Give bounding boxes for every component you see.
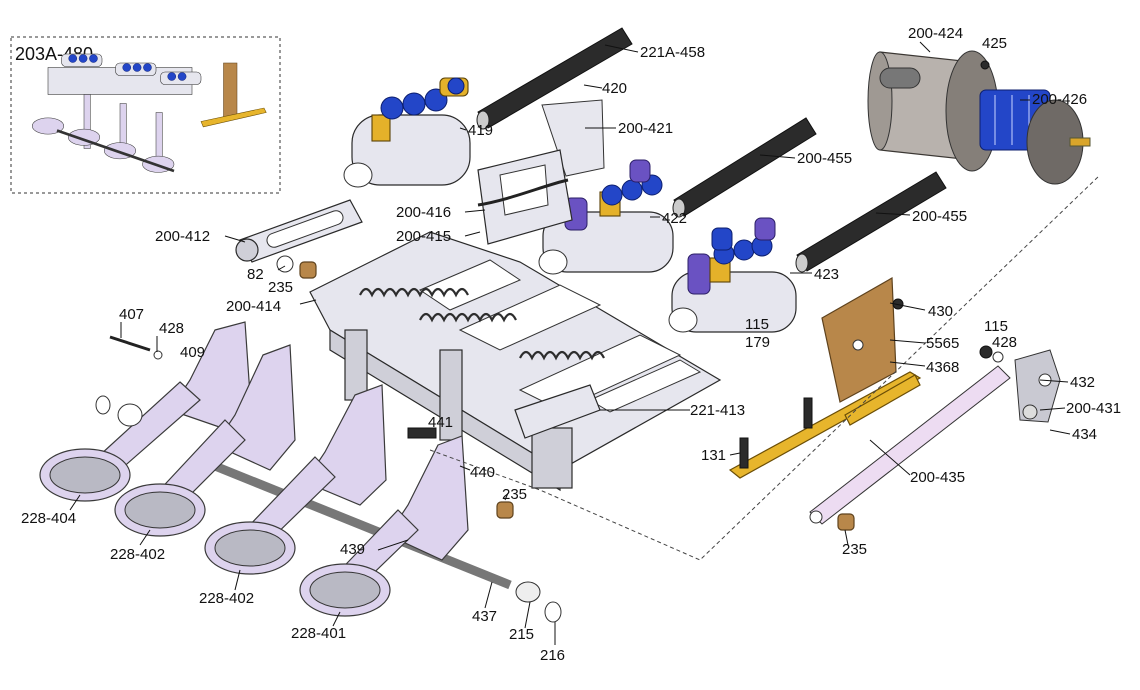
label-434: 434 [1072, 426, 1097, 443]
label-221A-458: 221A-458 [640, 44, 705, 61]
label-437: 437 [472, 608, 497, 625]
link-200-412 [235, 199, 363, 263]
pedal-228-402-first [114, 344, 296, 537]
label-200-421: 200-421 [618, 120, 673, 137]
ring-216 [544, 601, 562, 623]
label-428-right: 428 [992, 334, 1017, 351]
washer-215 [515, 581, 541, 603]
label-419: 419 [468, 122, 493, 139]
nut-235-lower [837, 513, 855, 531]
ring-left [95, 395, 111, 415]
spring-set-200-414 [359, 287, 605, 361]
label-200-416: 200-416 [396, 204, 451, 221]
label-440: 440 [470, 464, 495, 481]
label-441: 441 [428, 414, 453, 431]
label-131: 131 [701, 447, 726, 464]
link-200-435 [809, 365, 1011, 525]
assembly-dashed-path [429, 174, 1101, 561]
label-115-left: 115 [745, 316, 769, 333]
shaft-221A-458 [476, 27, 633, 130]
label-82: 82 [247, 266, 264, 283]
label-228-402-second: 228-402 [199, 590, 254, 607]
label-235-middle: 235 [502, 486, 527, 503]
label-4368: 4368 [926, 359, 959, 376]
label-200-414: 200-414 [226, 298, 281, 315]
label-407: 407 [119, 306, 144, 323]
label-235-lower: 235 [842, 541, 867, 558]
inset-assembled-view: 203A-480 [10, 36, 281, 194]
part-labels: 221A-458 420 200-421 419 200-424 425 200… [21, 25, 1121, 664]
screw-115-right [979, 345, 993, 359]
washer-left [117, 403, 143, 427]
label-235-upper: 235 [268, 279, 293, 296]
valve-manifold-422 [538, 159, 674, 275]
label-115-right: 115 [984, 318, 1008, 335]
motor-200-424 [867, 50, 999, 172]
bracket-200-415 [477, 149, 573, 245]
label-409: 409 [180, 344, 205, 361]
pedal-shaft-437 [198, 455, 512, 590]
mounting-plate-5565 [821, 276, 897, 403]
label-200-426: 200-426 [1032, 91, 1087, 108]
label-5565: 5565 [926, 335, 959, 352]
label-228-404: 228-404 [21, 510, 76, 527]
label-439: 439 [340, 541, 365, 558]
label-423: 423 [814, 266, 839, 283]
nut-235-upper [299, 261, 317, 279]
nut-235-middle [496, 501, 514, 519]
label-422: 422 [662, 210, 687, 227]
shaft-200-455-lower [795, 171, 947, 273]
shaft-200-455-upper [672, 117, 817, 218]
label-200-431: 200-431 [1066, 400, 1121, 417]
label-200-412: 200-412 [155, 228, 210, 245]
label-216: 216 [540, 647, 565, 664]
label-221-413: 221-413 [690, 402, 745, 419]
pedal-228-404 [39, 321, 251, 502]
label-200-455-upper: 200-455 [797, 150, 852, 167]
label-420: 420 [602, 80, 627, 97]
bolt-441 [407, 427, 437, 439]
coupling-200-426 [979, 89, 1091, 185]
washer-428-left [153, 350, 163, 360]
label-200-455-lower: 200-455 [912, 208, 967, 225]
label-179: 179 [745, 334, 770, 351]
leader-lines [69, 41, 1071, 645]
label-428-left: 428 [159, 320, 184, 337]
washer-428-right [992, 351, 1004, 363]
label-215: 215 [509, 626, 534, 643]
label-425: 425 [982, 35, 1007, 52]
label-430: 430 [928, 303, 953, 320]
label-200-435: 200-435 [910, 469, 965, 486]
label-228-401: 228-401 [291, 625, 346, 642]
label-200-424: 200-424 [908, 25, 963, 42]
label-200-415: 200-415 [396, 228, 451, 245]
bolt-407 [109, 335, 151, 352]
pedal-228-402-second [204, 384, 387, 575]
label-228-402-first: 228-402 [110, 546, 165, 563]
valve-manifold-419 [343, 77, 471, 188]
crank-200-431 [1014, 349, 1061, 423]
valve-manifold-423 [668, 217, 797, 333]
pedal-228-401 [299, 435, 469, 617]
label-432: 432 [1070, 374, 1095, 391]
